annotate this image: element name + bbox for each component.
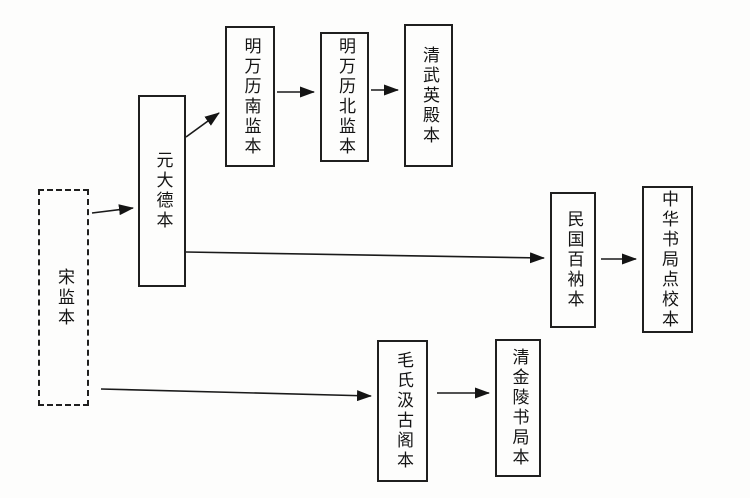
node-label: 毛氏汲古阁本	[393, 351, 413, 471]
node-label: 明万历南监本	[240, 36, 261, 157]
node-minguo-baina-ben: 民国百衲本	[550, 192, 596, 328]
node-ming-wanli-bei-jian-ben: 明万历北监本	[320, 32, 369, 162]
node-label: 宋监本	[54, 267, 74, 328]
arrow-song-to-jigu	[100, 388, 372, 402]
arrow-song-to-yuan	[91, 204, 134, 216]
node-label: 民国百衲本	[563, 210, 584, 310]
node-ming-wanli-nan-jian-ben: 明万历南监本	[225, 26, 275, 167]
node-zhonghua-shuju-dianjiao-ben: 中华书局点校本	[642, 186, 693, 333]
node-yuan-dade-ben: 元大德本	[138, 95, 186, 287]
node-qing-jinling-shuju-ben: 清金陵书局本	[495, 339, 541, 477]
node-label: 中华书局点校本	[658, 189, 678, 330]
arrow-yuan-to-baina	[185, 251, 545, 264]
node-mao-shi-jigu-ge-ben: 毛氏汲古阁本	[377, 340, 428, 482]
node-song-jian-ben: 宋监本	[38, 189, 89, 406]
arrow-yuan-to-nanjian	[185, 112, 220, 138]
node-label: 明万历北监本	[335, 37, 355, 157]
node-label: 元大德本	[152, 151, 173, 231]
node-label: 清金陵书局本	[508, 348, 529, 468]
node-label: 清武英殿本	[419, 45, 439, 146]
node-qing-wuying-dian-ben: 清武英殿本	[404, 24, 453, 167]
